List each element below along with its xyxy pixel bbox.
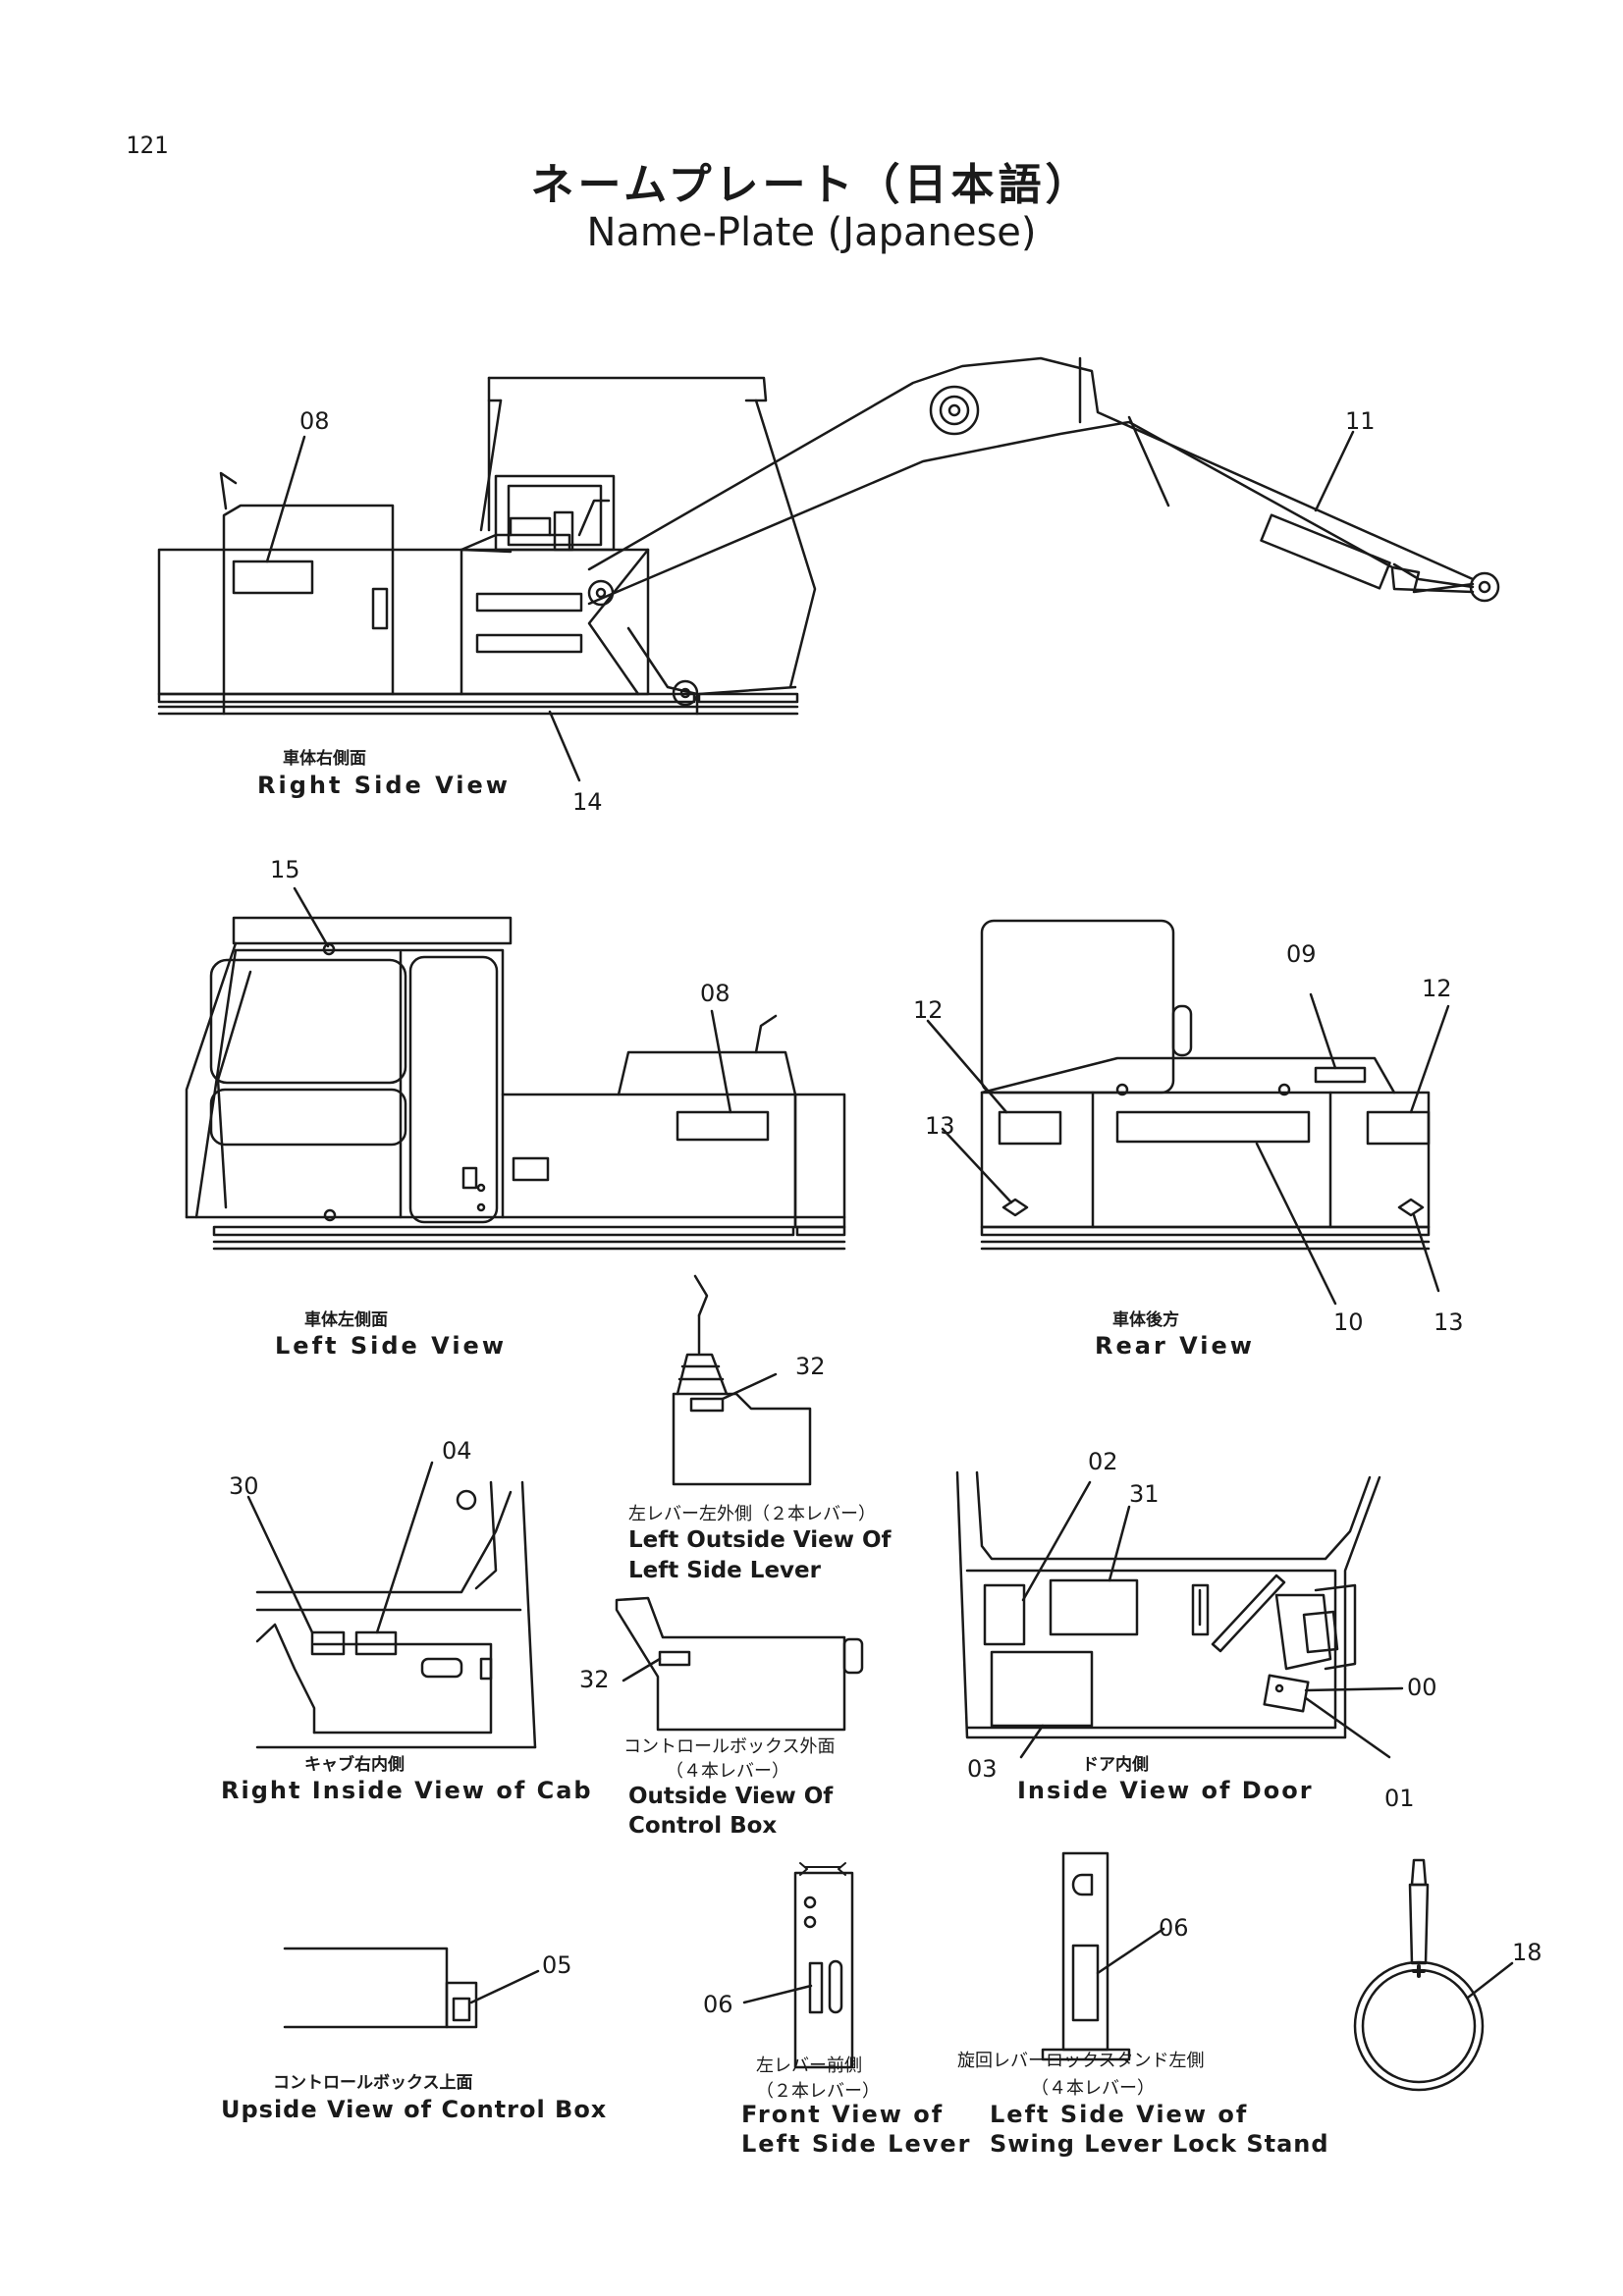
- left-outside-lever-caption-jp: 左レバー左外側（２本レバー）: [628, 1504, 876, 1524]
- rear-view-caption-jp: 車体後方: [1112, 1310, 1179, 1330]
- left-side-view-caption-jp: 車体左側面: [304, 1310, 388, 1330]
- right-side-view-drawing: [157, 356, 1500, 782]
- swing-lock-stand-drawing: [1041, 1851, 1165, 2061]
- right-inside-cab-drawing: [246, 1461, 537, 1749]
- swing-lock-stand-caption-2: Swing Lever Lock Stand: [990, 2130, 1329, 2158]
- outside-control-box-drawing: [615, 1596, 864, 1732]
- inside-door-drawing: [955, 1470, 1404, 1759]
- page-title-japanese: ネームプレート（日本語）: [530, 160, 1093, 210]
- callout-32-control-box: 32: [579, 1666, 610, 1693]
- page-title-english: Name-Plate (Japanese): [586, 210, 1037, 255]
- page-number: 121: [126, 132, 169, 159]
- callout-10-rear: 10: [1333, 1308, 1364, 1336]
- front-left-lever-drawing: [742, 1862, 854, 2069]
- front-left-lever-caption-1: Front View of: [741, 2101, 945, 2128]
- callout-03-door: 03: [967, 1755, 998, 1783]
- control-box-outside-caption-2: Control Box: [628, 1813, 778, 1839]
- swing-lock-stand-caption-jp-2: （４本レバー）: [1031, 2078, 1155, 2099]
- callout-04-cab: 04: [442, 1437, 472, 1465]
- front-left-lever-caption-jp-2: （２本レバー）: [756, 2081, 880, 2102]
- plate-02: [983, 1583, 1026, 1646]
- plate-03: [990, 1650, 1094, 1728]
- plate-31: [1049, 1578, 1139, 1636]
- cab-inside-caption-jp: キャブ右内側: [304, 1755, 405, 1775]
- plate-11-arm: [1260, 513, 1391, 590]
- callout-31-door: 31: [1129, 1480, 1160, 1508]
- plate-12-left: [998, 1110, 1062, 1146]
- left-outside-lever-drawing: [672, 1274, 812, 1486]
- plate-32-box: [658, 1650, 691, 1667]
- plate-00: [1263, 1674, 1310, 1713]
- callout-30-cab: 30: [229, 1472, 259, 1500]
- upside-control-box-drawing: [283, 1947, 540, 2029]
- plate-08-right: [232, 560, 314, 595]
- left-side-view-drawing: [185, 886, 846, 1251]
- rear-view-caption: Rear View: [1095, 1332, 1255, 1360]
- upside-control-box-caption: Upside View of Control Box: [221, 2096, 608, 2123]
- callout-06-lock-stand: 06: [1159, 1914, 1189, 1942]
- control-box-outside-caption-1: Outside View Of: [628, 1784, 834, 1809]
- rear-view-drawing: [926, 919, 1450, 1306]
- callout-00-door: 00: [1407, 1674, 1437, 1701]
- plate-05: [452, 1997, 471, 2022]
- callout-12-rear-right: 12: [1422, 975, 1452, 1002]
- cab-inside-caption: Right Inside View of Cab: [221, 1777, 593, 1804]
- callout-01-door: 01: [1384, 1785, 1415, 1812]
- front-left-lever-caption-2: Left Side Lever: [741, 2130, 972, 2158]
- swing-lock-stand-caption-1: Left Side View of: [990, 2101, 1249, 2128]
- plate-13-left: [1001, 1198, 1029, 1217]
- callout-06-front-lever: 06: [703, 1991, 733, 2018]
- door-inside-caption: Inside View of Door: [1017, 1777, 1314, 1804]
- left-side-view-caption: Left Side View: [275, 1332, 507, 1360]
- left-outside-lever-caption-1: Left Outside View Of: [628, 1527, 892, 1553]
- control-box-outside-caption-jp-2: （４本レバー）: [666, 1761, 789, 1782]
- callout-14-track: 14: [572, 788, 603, 816]
- callout-13-rear-left: 13: [925, 1112, 955, 1140]
- callout-02-door: 02: [1088, 1448, 1118, 1475]
- plate-32-lever: [689, 1397, 725, 1413]
- callout-15-cab-roof: 15: [270, 856, 300, 883]
- callout-11-arm: 11: [1345, 407, 1376, 435]
- upside-control-box-caption-jp: コントロールボックス上面: [273, 2073, 473, 2093]
- plate-12-right: [1366, 1110, 1431, 1146]
- callout-08-right-side: 08: [299, 407, 330, 435]
- plate-06-stand: [1071, 1944, 1100, 2022]
- callout-13-rear-right: 13: [1434, 1308, 1464, 1336]
- control-box-outside-caption-jp: コントロールボックス外面: [623, 1736, 836, 1757]
- plate-13-right: [1397, 1198, 1425, 1217]
- front-left-lever-caption-jp: 左レバー前側: [756, 2056, 862, 2076]
- left-outside-lever-caption-2: Left Side Lever: [628, 1558, 821, 1583]
- plate-09: [1314, 1066, 1367, 1084]
- plate-08-left: [676, 1110, 770, 1142]
- ring-drawing: [1353, 1858, 1514, 2092]
- swing-lock-stand-caption-jp: 旋回レバーロックスタンド左側: [957, 2051, 1205, 2071]
- callout-05-upside: 05: [542, 1951, 572, 1979]
- plate-06-lever: [808, 1961, 824, 2014]
- callout-09-rear: 09: [1286, 940, 1317, 968]
- plate-10: [1115, 1110, 1311, 1144]
- door-inside-caption-jp: ドア内側: [1082, 1755, 1149, 1775]
- right-side-view-caption-jp: 車体右側面: [283, 749, 366, 769]
- callout-08-left-side: 08: [700, 980, 730, 1007]
- callout-18-ring: 18: [1512, 1939, 1542, 1966]
- callout-12-rear-left: 12: [913, 996, 944, 1024]
- right-side-view-caption: Right Side View: [257, 772, 511, 799]
- callout-32-lever: 32: [795, 1353, 826, 1380]
